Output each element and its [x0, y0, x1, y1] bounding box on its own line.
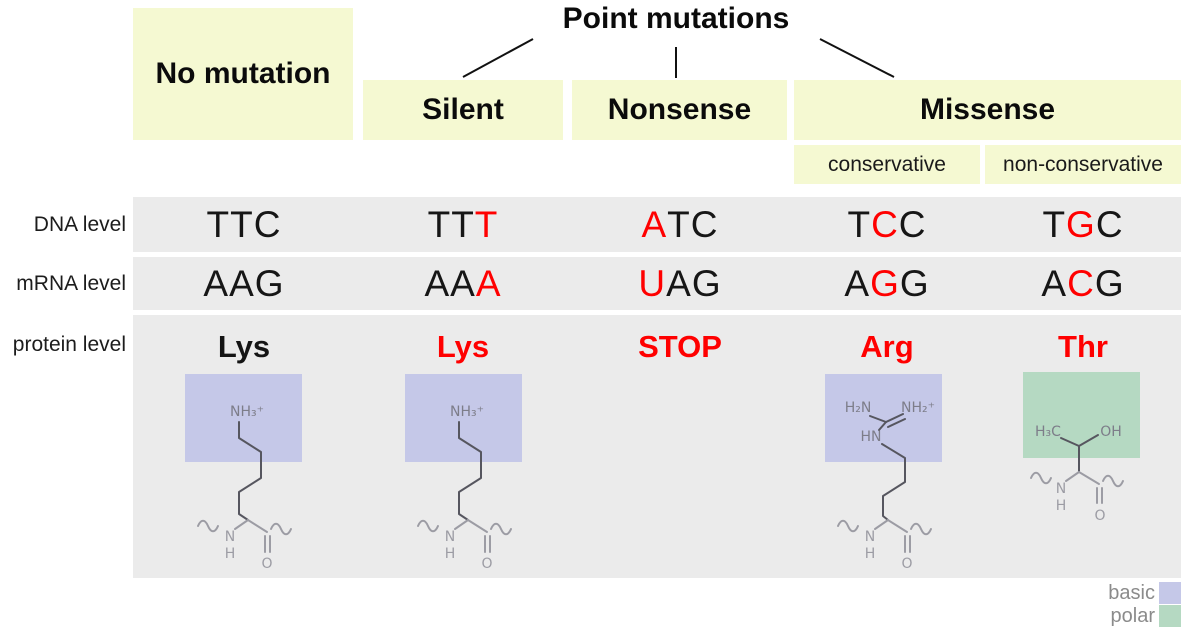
svg-text:NH₂⁺: NH₂⁺ — [901, 400, 935, 416]
lysine-structure-1: NH₃⁺ N H O — [197, 404, 292, 572]
header-silent: Silent — [363, 80, 563, 140]
svg-text:H: H — [865, 546, 876, 562]
basic-highlight-lysine-1 — [185, 374, 302, 462]
basic-highlight-lysine-2 — [405, 374, 522, 462]
protein-row-band — [133, 315, 1181, 578]
svg-text:N: N — [1056, 481, 1066, 497]
protein-missense-conservative: Arg — [860, 329, 914, 364]
svg-text:O: O — [261, 556, 272, 572]
silent-label: Silent — [422, 93, 504, 126]
basic-highlight-arginine — [825, 374, 942, 462]
svg-text:O: O — [481, 556, 492, 572]
conservative-label: conservative — [828, 152, 946, 176]
legend-swatch-basic — [1159, 582, 1181, 604]
protein-silent: Lys — [436, 329, 490, 364]
svg-text:NH₃⁺: NH₃⁺ — [450, 404, 484, 420]
svg-text:H: H — [225, 546, 236, 562]
threonine-structure: H₃C OH N H O — [1030, 424, 1124, 524]
svg-text:O: O — [901, 556, 912, 572]
row-label-mrna: mRNA level — [16, 271, 126, 295]
row-label-protein: protein level — [12, 333, 126, 356]
svg-text:N: N — [865, 529, 875, 545]
legend-label-polar: polar — [1110, 605, 1155, 627]
protein-nonsense: STOP — [638, 329, 722, 364]
protein-missense-non-conservative: Thr — [1058, 329, 1108, 364]
legend-label-basic: basic — [1108, 582, 1155, 604]
svg-text:H₃C: H₃C — [1035, 424, 1061, 440]
svg-text:N: N — [225, 529, 235, 545]
nonsense-label: Nonsense — [607, 93, 752, 126]
svg-text:O: O — [1094, 508, 1105, 524]
svg-text:N: N — [445, 529, 455, 545]
dna-row-band — [133, 197, 1181, 252]
svg-text:H₂N: H₂N — [845, 400, 872, 416]
svg-text:OH: OH — [1100, 424, 1122, 440]
row-label-dna: DNA level — [33, 212, 126, 236]
legend-swatch-polar — [1159, 605, 1181, 627]
header-non-conservative: non-conservative — [985, 145, 1181, 184]
non-conservative-label: non-conservative — [1003, 152, 1163, 176]
svg-text:H: H — [1056, 498, 1067, 514]
arginine-structure: H₂N NH₂⁺ HN N H O — [837, 400, 935, 572]
svg-text:NH₃⁺: NH₃⁺ — [230, 404, 264, 420]
header-conservative: conservative — [794, 145, 980, 184]
lysine-structure-2: NH₃⁺ N H O — [417, 404, 512, 572]
no-mutation-label: No mutation — [155, 57, 331, 90]
svg-text:H: H — [445, 546, 456, 562]
header-no-mutation: No mutation — [133, 8, 353, 140]
missense-label: Missense — [919, 93, 1056, 126]
svg-text:HN: HN — [861, 429, 882, 445]
header-missense: Missense — [794, 80, 1181, 140]
page-title: Point mutations — [562, 2, 790, 35]
mrna-row-band — [133, 257, 1181, 310]
header-nonsense: Nonsense — [572, 80, 787, 140]
protein-no-mutation: Lys — [217, 329, 271, 364]
